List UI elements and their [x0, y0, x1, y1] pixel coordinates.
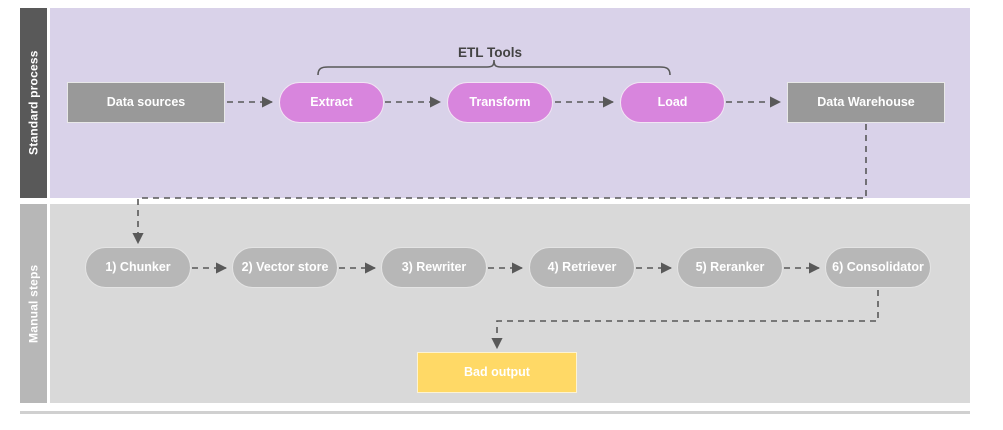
lane-label-manual-steps: Manual steps: [20, 204, 47, 403]
node-extract[interactable]: Extract: [279, 82, 384, 123]
node-step-chunker[interactable]: 1) Chunker: [85, 247, 191, 288]
node-step-rewriter[interactable]: 3) Rewriter: [381, 247, 487, 288]
node-step-vector-store[interactable]: 2) Vector store: [232, 247, 338, 288]
etl-tools-label: ETL Tools: [458, 45, 522, 60]
node-transform[interactable]: Transform: [447, 82, 553, 123]
bottom-divider: [20, 411, 970, 414]
node-data-warehouse[interactable]: Data Warehouse: [787, 82, 945, 123]
node-data-sources[interactable]: Data sources: [67, 82, 225, 123]
node-load[interactable]: Load: [620, 82, 725, 123]
node-bad-output[interactable]: Bad output: [417, 352, 577, 393]
node-step-consolidator[interactable]: 6) Consolidator: [825, 247, 931, 288]
node-step-retriever[interactable]: 4) Retriever: [529, 247, 635, 288]
node-step-reranker[interactable]: 5) Reranker: [677, 247, 783, 288]
lane-label-standard-process: Standard process: [20, 8, 47, 198]
